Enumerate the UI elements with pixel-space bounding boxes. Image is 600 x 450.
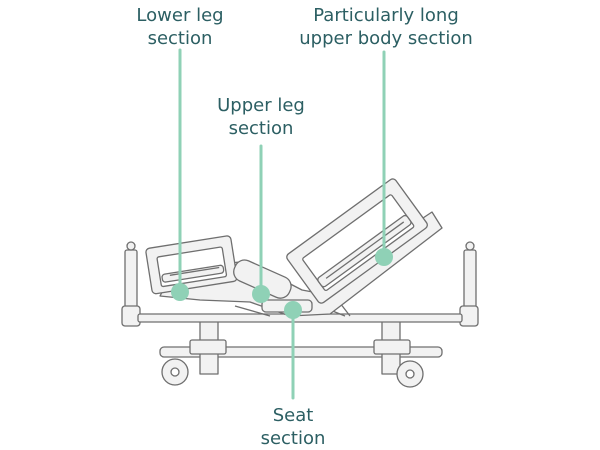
lower-leg-frame xyxy=(145,235,238,295)
wheel-left-icon xyxy=(161,358,189,386)
marker-upper-leg xyxy=(252,285,270,303)
label-seat-section: Seat section xyxy=(243,404,343,450)
bed-base xyxy=(159,317,443,375)
label-upper-body-line2: upper body section xyxy=(299,28,473,49)
label-seat-line1: Seat xyxy=(272,405,314,426)
marker-lower-leg xyxy=(171,283,189,301)
marker-seat xyxy=(284,301,302,319)
label-seat-line2: section xyxy=(260,428,326,449)
wheel-right-icon xyxy=(396,360,424,388)
label-upper-body-line1: Particularly long xyxy=(313,5,459,26)
marker-upper-body xyxy=(375,248,393,266)
label-lower-leg-line1: Lower leg xyxy=(136,5,224,26)
upper-body-frame xyxy=(286,178,428,304)
label-upper-leg-line2: section xyxy=(228,118,294,139)
bedpost-right xyxy=(459,241,479,327)
bedpost-left xyxy=(121,241,141,327)
label-upper-leg-section: Upper leg section xyxy=(206,94,316,140)
label-lower-leg-section: Lower leg section xyxy=(130,4,230,50)
label-upper-body-section: Particularly long upper body section xyxy=(296,4,476,50)
label-upper-leg-line1: Upper leg xyxy=(217,95,305,116)
label-lower-leg-line2: section xyxy=(147,28,213,49)
